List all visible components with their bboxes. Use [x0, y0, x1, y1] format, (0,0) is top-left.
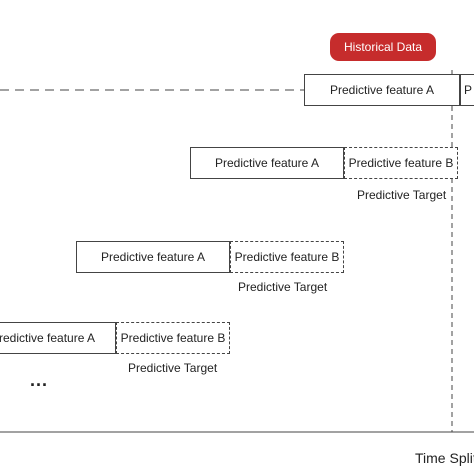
row3-feature-a-box: Predictive feature A: [76, 241, 230, 273]
row4-feature-b-box: Predictive feature B: [116, 322, 230, 354]
row3-feature-a-label: Predictive feature A: [100, 250, 206, 264]
row1-feature-a-label: Predictive feature A: [329, 83, 435, 97]
time-split-label: Time Split: [415, 450, 474, 466]
row4-feature-a-label: redictive feature A: [0, 331, 96, 345]
row2-feature-b-box: Predictive feature B: [344, 147, 458, 179]
row2-feature-b-label: Predictive feature B: [348, 156, 454, 170]
row2-feature-a-box: Predictive feature A: [190, 147, 344, 179]
historical-data-badge: Historical Data: [330, 33, 436, 61]
row3-feature-b-label: Predictive feature B: [234, 250, 340, 264]
row3-target-label: Predictive Target: [238, 280, 328, 294]
row4-feature-a-box: redictive feature A: [0, 322, 116, 354]
row4-target-label: Predictive Target: [128, 361, 218, 375]
more-rows-ellipsis: ...: [30, 370, 49, 390]
row1-feature-b-box: P: [460, 74, 474, 106]
historical-data-label: Historical Data: [343, 40, 423, 54]
row1-feature-b-label: P: [464, 83, 473, 97]
row2-feature-a-label: Predictive feature A: [214, 156, 320, 170]
row2-target-label: Predictive Target: [357, 188, 447, 202]
row1-feature-a-box: Predictive feature A: [304, 74, 460, 106]
row3-feature-b-box: Predictive feature B: [230, 241, 344, 273]
row4-feature-b-label: Predictive feature B: [120, 331, 226, 345]
